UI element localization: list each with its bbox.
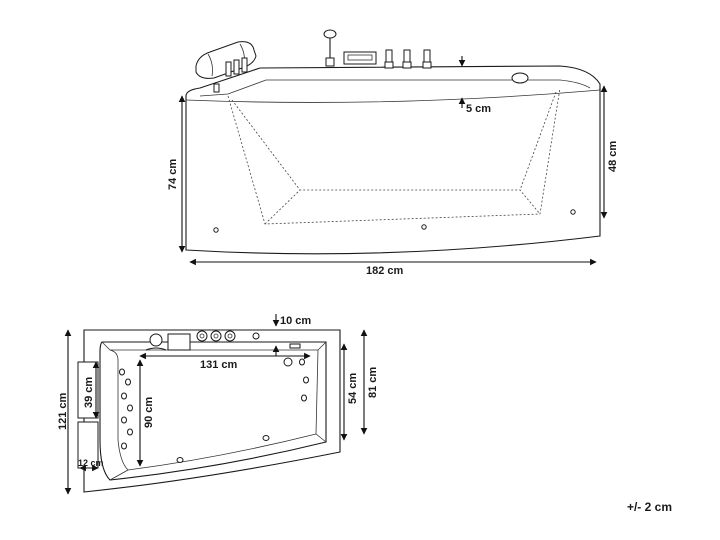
top-tub-outline	[83, 329, 341, 493]
side-depth-label: 48 cm	[607, 141, 619, 172]
top-inner-length-label: 131 cm	[200, 359, 238, 371]
top-inner-width-label: 90 cm	[143, 397, 155, 428]
overflow-drain-icon	[511, 72, 529, 84]
hand-shower-icon	[323, 29, 337, 67]
top-control-panel-icon	[167, 333, 191, 351]
side-width-label: 182 cm	[366, 265, 404, 277]
side-jet	[570, 209, 576, 215]
knob-icon	[233, 59, 240, 75]
knob-icon	[213, 83, 220, 93]
top-inner-right-label: 54 cm	[347, 373, 359, 404]
side-view: 5 cm 182 cm 74 cm 48 cm	[167, 29, 619, 277]
top-drain-icon	[289, 343, 301, 349]
knob-icon	[241, 57, 248, 73]
side-height-label: 74 cm	[167, 159, 179, 190]
top-outer-right-label: 81 cm	[367, 367, 379, 398]
top-knob-icons	[196, 330, 260, 342]
top-pillow-height-label: 39 cm	[83, 377, 95, 408]
top-pillow-width-label: 12 cm	[78, 458, 104, 468]
side-jet	[421, 224, 427, 230]
tolerance-note: +/- 2 cm	[626, 500, 672, 514]
top-hand-shower-icon	[145, 333, 167, 351]
faucet-icons	[384, 49, 432, 69]
side-jet	[213, 227, 219, 233]
headrest-icon	[195, 41, 257, 79]
top-inner-basin	[99, 341, 327, 481]
side-tub-body	[185, 88, 601, 255]
top-rim-label: 10 cm	[280, 315, 311, 327]
control-panel-icon	[343, 51, 377, 65]
side-rim-label: 5 cm	[466, 103, 491, 115]
side-inner-basin	[227, 87, 561, 225]
side-tub-rim	[185, 65, 601, 97]
top-jets	[119, 357, 309, 463]
top-view: 10 cm 131 cm 90 cm 121 cm 39 cm 12 cm 54…	[57, 314, 379, 495]
knob-icon	[225, 61, 232, 77]
top-length-label: 121 cm	[57, 392, 69, 430]
